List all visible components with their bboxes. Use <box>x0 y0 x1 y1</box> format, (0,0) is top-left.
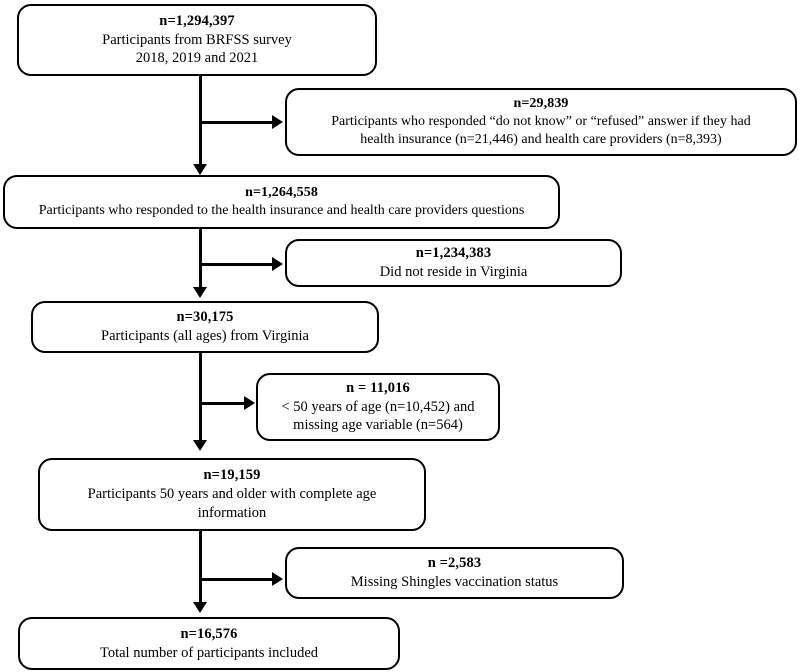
connector-trunk-2-line <box>199 229 202 293</box>
node-excluded-unknown-refused-header: n=29,839 <box>513 95 569 111</box>
connector-branch-2-line <box>199 263 275 266</box>
node-excluded-under-50-line-2: missing age variable (n=564) <box>293 417 463 434</box>
node-excluded-unknown-refused: n=29,839 Participants who responded “do … <box>285 88 797 156</box>
node-source-line-2: 2018, 2019 and 2021 <box>135 50 259 67</box>
node-age-50-plus: n=19,159 Participants 50 years and older… <box>38 458 426 531</box>
connector-branch-3-arrowhead <box>244 396 255 410</box>
node-excluded-under-50-line-1: < 50 years of age (n=10,452) and <box>281 398 475 415</box>
connector-trunk-3-arrowhead <box>193 440 207 451</box>
node-age-50-plus-line-2: information <box>197 504 267 521</box>
connector-trunk-3-line <box>199 353 202 445</box>
connector-trunk-4-line <box>199 531 202 606</box>
node-source-line-1: Participants from BRFSS survey <box>102 31 292 48</box>
node-excluded-missing-shingles-line-1: Missing Shingles vaccination status <box>350 574 559 590</box>
connector-branch-1-arrowhead <box>272 115 283 129</box>
connector-branch-1-line <box>199 121 275 124</box>
node-excluded-missing-shingles-header: n =2,583 <box>427 555 482 572</box>
connector-branch-2-arrowhead <box>272 257 283 271</box>
node-excluded-missing-shingles: n =2,583 Missing Shingles vaccination st… <box>285 547 624 599</box>
node-excluded-unknown-refused-line-1: Participants who responded “do not know”… <box>331 113 751 129</box>
node-excluded-under-50-header: n = 11,016 <box>346 379 410 396</box>
connector-branch-4-line <box>199 578 275 581</box>
node-age-50-plus-header: n=19,159 <box>203 467 261 484</box>
node-virginia-all-ages-header: n=30,175 <box>176 309 234 326</box>
node-responded: n=1,264,558 Participants who responded t… <box>3 175 560 229</box>
node-final-total-line-1: Total number of participants included <box>99 644 319 661</box>
connector-branch-3-line <box>199 402 247 405</box>
connector-trunk-1-line <box>199 76 202 172</box>
node-excluded-not-virginia: n=1,234,383 Did not reside in Virginia <box>285 239 622 287</box>
node-source-header: n=1,294,397 <box>159 12 235 29</box>
node-responded-header: n=1,264,558 <box>245 184 318 200</box>
node-excluded-not-virginia-line-1: Did not reside in Virginia <box>379 264 528 280</box>
node-source: n=1,294,397 Participants from BRFSS surv… <box>17 4 377 76</box>
node-excluded-not-virginia-header: n=1,234,383 <box>415 245 492 262</box>
node-age-50-plus-line-1: Participants 50 years and older with com… <box>87 486 377 503</box>
node-excluded-under-50: n = 11,016 < 50 years of age (n=10,452) … <box>256 373 500 441</box>
connector-trunk-1-arrowhead <box>193 164 207 175</box>
node-virginia-all-ages: n=30,175 Participants (all ages) from Vi… <box>31 301 379 353</box>
connector-trunk-4-arrowhead <box>193 602 207 613</box>
node-final-total-header: n=16,576 <box>180 625 238 642</box>
connector-trunk-2-arrowhead <box>193 287 207 298</box>
connector-branch-4-arrowhead <box>272 572 283 586</box>
node-final-total: n=16,576 Total number of participants in… <box>18 617 400 670</box>
node-responded-line-1: Participants who responded to the health… <box>38 203 525 218</box>
node-excluded-unknown-refused-line-2: health insurance (n=21,446) and health c… <box>360 132 722 148</box>
node-virginia-all-ages-line-1: Participants (all ages) from Virginia <box>101 328 309 344</box>
